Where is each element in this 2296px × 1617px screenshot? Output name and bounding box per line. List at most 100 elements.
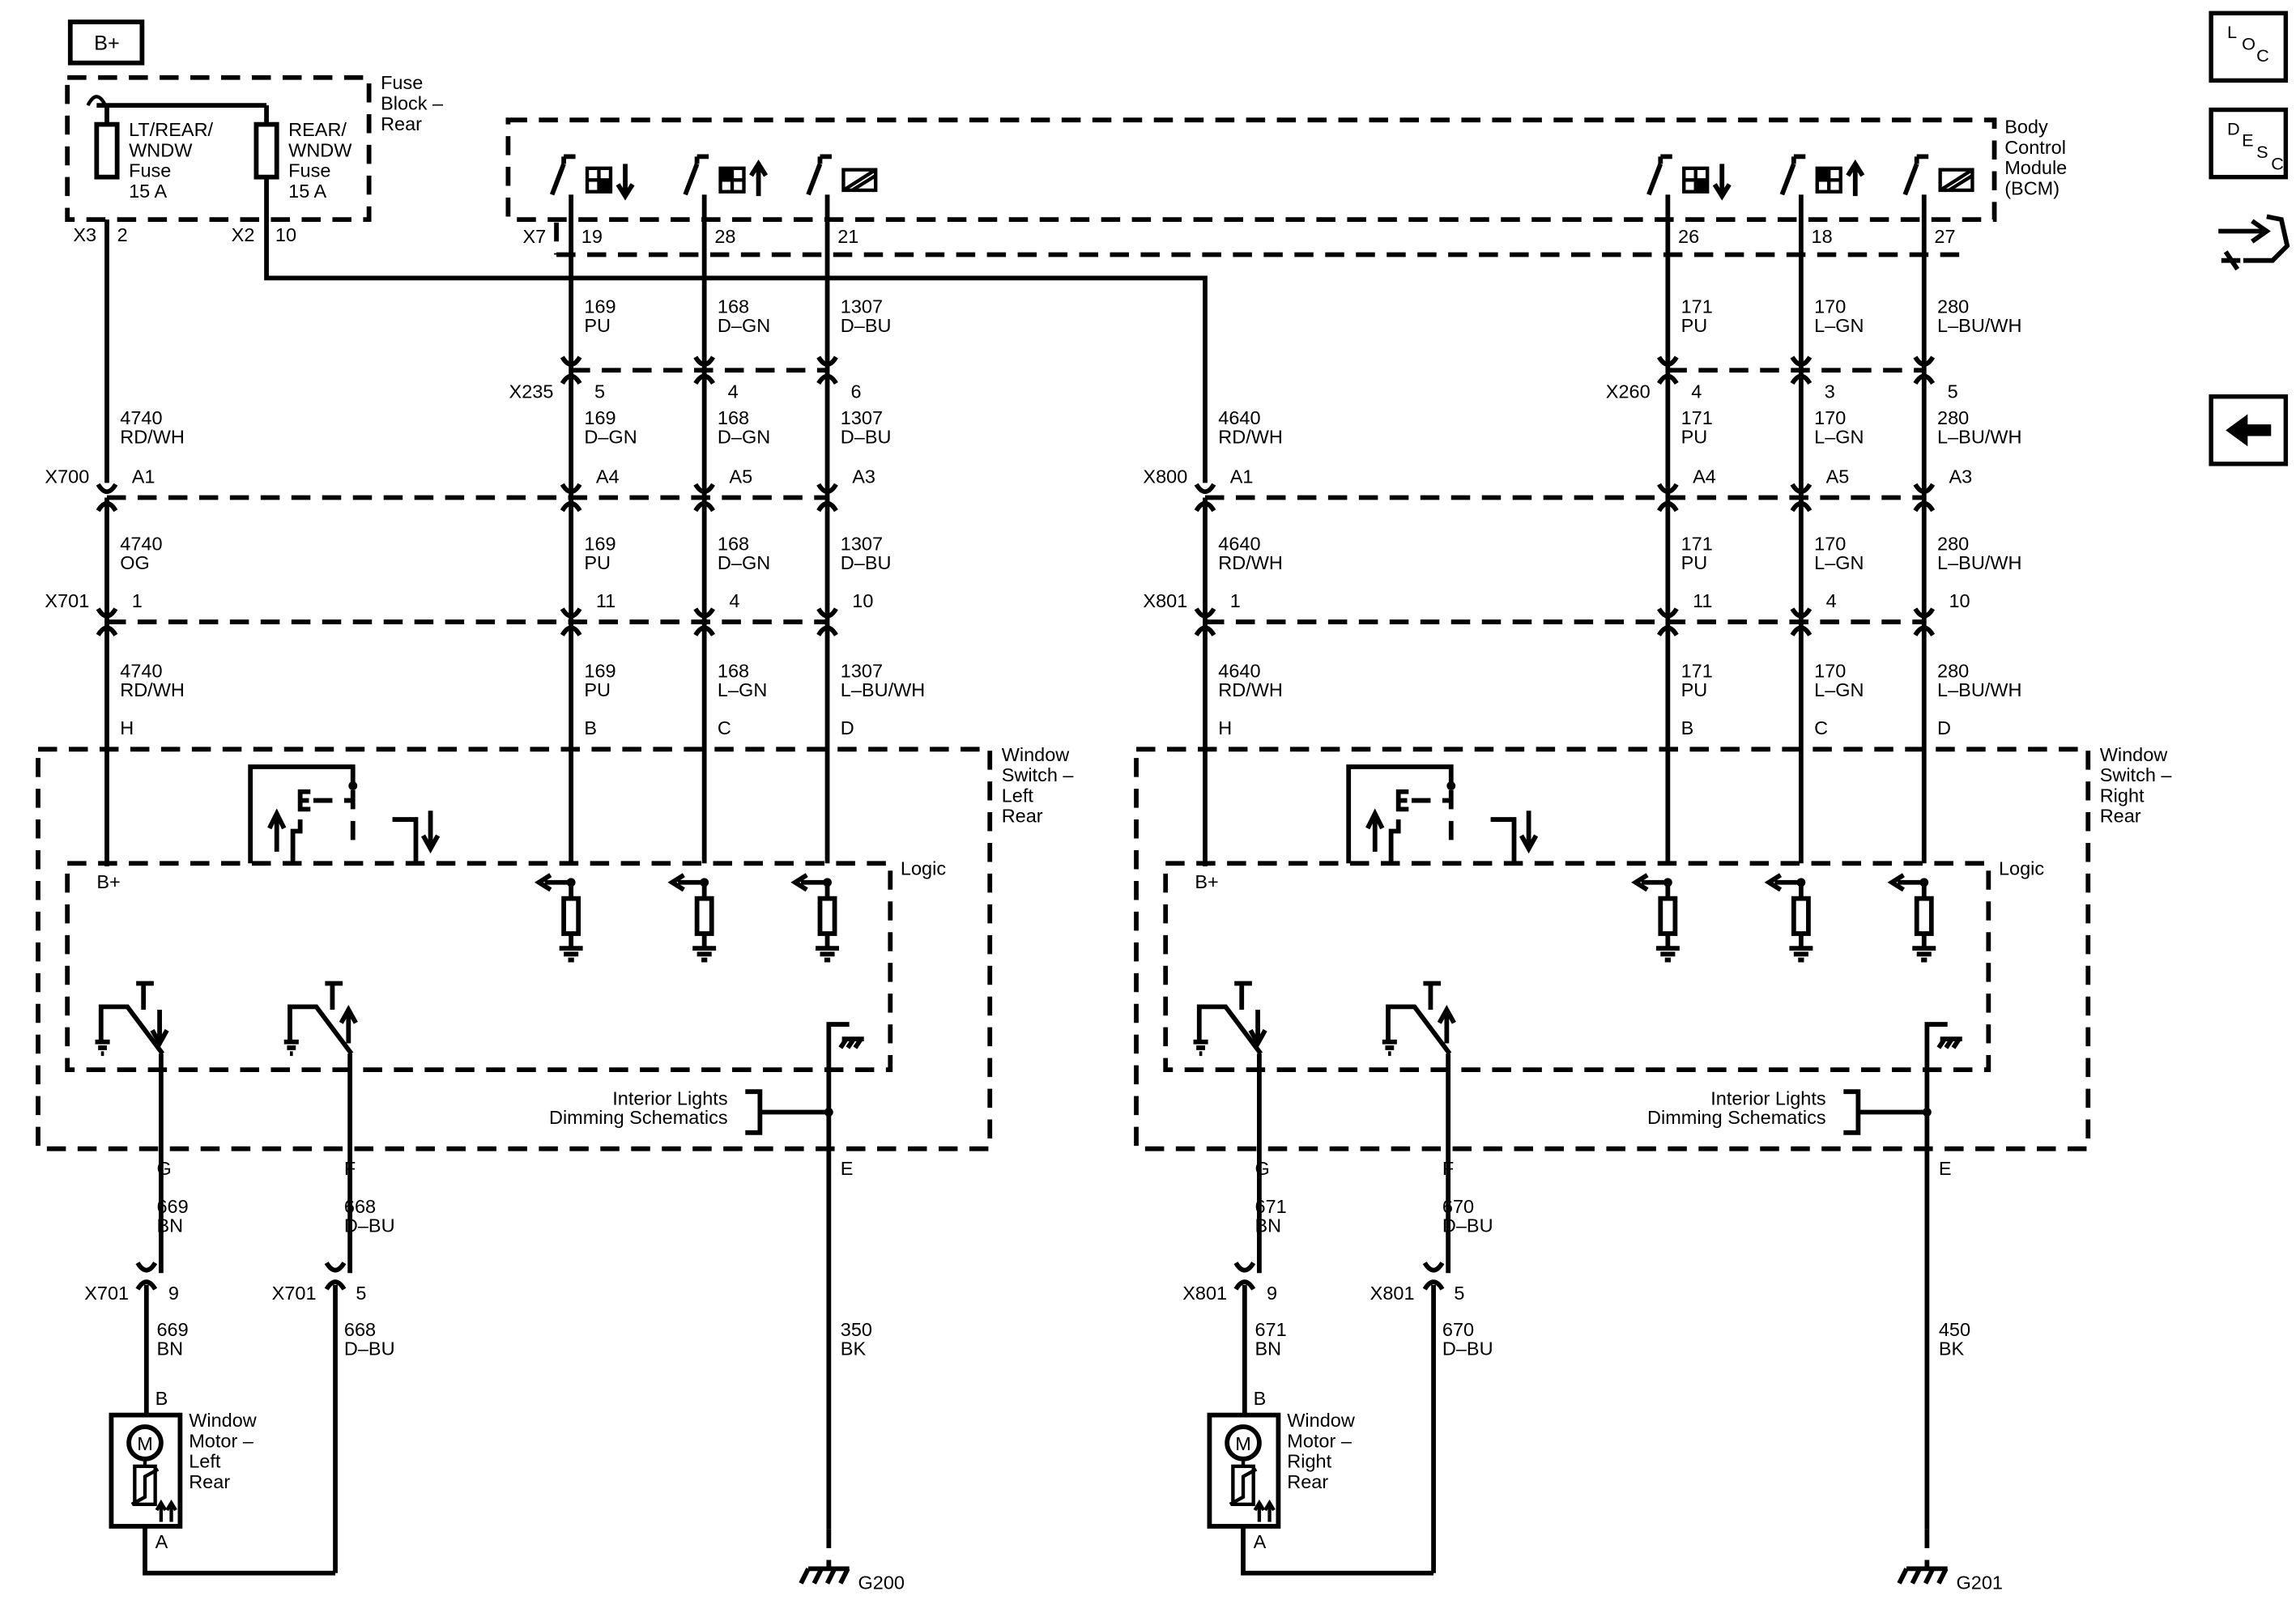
battery-label: B+ (94, 32, 120, 54)
circuit-number: 670 (1442, 1319, 1474, 1340)
connector-pin-number: A5 (729, 466, 752, 487)
wire-color: D–BU (344, 1215, 395, 1236)
switch-pin-letter: B (1681, 717, 1694, 738)
wire-path (851, 174, 877, 192)
back-button[interactable] (2209, 394, 2289, 466)
connector-cavity (1790, 607, 1813, 619)
nav-letter: O (2242, 33, 2256, 53)
wire-color: D–GN (718, 552, 770, 573)
bcm-pin-number: 26 (1678, 226, 1699, 247)
circuit-number: 1307 (841, 534, 883, 555)
wire-segment (853, 1037, 863, 1049)
connector-name: X700 (45, 466, 89, 487)
fuse-block-title: Block – (381, 93, 444, 114)
wire-color: D–BU (841, 552, 892, 573)
wire-segment (838, 1037, 849, 1049)
connector-cavity (1657, 483, 1679, 495)
wire-color: L–GN (1814, 427, 1864, 448)
logic-outline (65, 861, 893, 1072)
fuse-block-outline (65, 74, 372, 222)
connector-cavity (816, 607, 838, 619)
circuit-number: 450 (1939, 1319, 1970, 1340)
switch-pin-letter: C (718, 717, 731, 738)
connector-pin (560, 625, 582, 636)
switch-pin-letter: H (120, 717, 134, 738)
nav-letter: C (2271, 154, 2284, 174)
wire-segment (811, 1568, 824, 1585)
wire-segment (549, 163, 566, 196)
schematic-lines (36, 19, 2091, 1585)
window-switch-title: Right (2100, 785, 2145, 806)
loc-button-frame[interactable] (2209, 11, 2289, 83)
connector-pin-number: A1 (132, 466, 155, 487)
ground-label: G200 (858, 1572, 905, 1594)
circuit-number: 4640 (1218, 534, 1260, 555)
circuit-number: 171 (1681, 407, 1713, 428)
motor-switch (98, 1004, 165, 1055)
logic-input-arrow (1764, 873, 1783, 892)
wire-color: D–GN (718, 427, 770, 448)
circuit-number: 668 (344, 1319, 376, 1340)
connector-pin (816, 500, 838, 513)
motor-symbol-letter: M (137, 1433, 153, 1454)
connector-cavity (1790, 483, 1813, 495)
window-switch-title: Left (1002, 785, 1034, 806)
wire-segment (1951, 1037, 1962, 1049)
connector-cavity (560, 355, 582, 367)
connector-cavity (560, 607, 582, 619)
pull-down-resistor (694, 896, 714, 936)
connector-view-icon[interactable] (2218, 214, 2290, 271)
wire-color: D–GN (718, 315, 770, 336)
wire-color: D–BU (841, 315, 892, 336)
connector-pin (1657, 373, 1679, 385)
circuit-number: 280 (1937, 407, 1969, 428)
motor-switch (1196, 1004, 1263, 1055)
circuit-number: 671 (1254, 1319, 1286, 1340)
window-switch-title: Switch – (2100, 764, 2173, 785)
battery-box (67, 19, 145, 66)
circuit-number: 4640 (1218, 407, 1260, 428)
connector-name: X2 (232, 224, 255, 245)
arrow-left-icon[interactable] (2226, 414, 2272, 447)
connector-cavity (816, 355, 838, 367)
connector-pin-number: 1 (132, 590, 143, 611)
circuit-number: 170 (1814, 534, 1846, 555)
wire-segment (838, 1568, 850, 1585)
connector-pin (1657, 500, 1679, 513)
circuit-number: 168 (718, 661, 749, 682)
connector-pin (1790, 373, 1813, 385)
connector-name: X3 (73, 224, 96, 245)
dimmer-icon (841, 168, 878, 193)
connector-pin-number: 5 (594, 381, 605, 402)
wire-segment (1944, 1037, 1954, 1049)
loc-button[interactable]: LOC (2209, 11, 2289, 83)
window-motor-title: Right (1287, 1451, 1331, 1472)
circuit-number: 171 (1681, 534, 1713, 555)
connector-view-icon-shape[interactable] (2218, 214, 2290, 263)
wire-color: L–GN (1814, 679, 1864, 700)
connector-pin (693, 500, 715, 513)
wire-path (1263, 1499, 1276, 1512)
wire-path (392, 817, 419, 864)
connector-pin-number: 10 (1949, 590, 1970, 611)
desc-button-frame[interactable] (2209, 107, 2289, 180)
bcm-pin-number: 18 (1812, 226, 1833, 247)
fuse-right (253, 121, 279, 180)
wire-path (1490, 817, 1517, 864)
connector-name: X7 (522, 226, 546, 247)
wire-color: BK (1939, 1338, 1965, 1360)
circuit-number: 4740 (120, 407, 162, 428)
circuit-number: 169 (584, 407, 616, 428)
wire-segment (1910, 1568, 1922, 1585)
wire-segment (799, 1568, 811, 1585)
wrench-icon[interactable] (2221, 250, 2241, 271)
connector-pin (693, 373, 715, 385)
wire-color: D–GN (584, 427, 637, 448)
circuit-number: 4740 (120, 534, 162, 555)
connector-pin-number: 5 (1454, 1283, 1464, 1304)
wire-path (1939, 168, 1974, 192)
